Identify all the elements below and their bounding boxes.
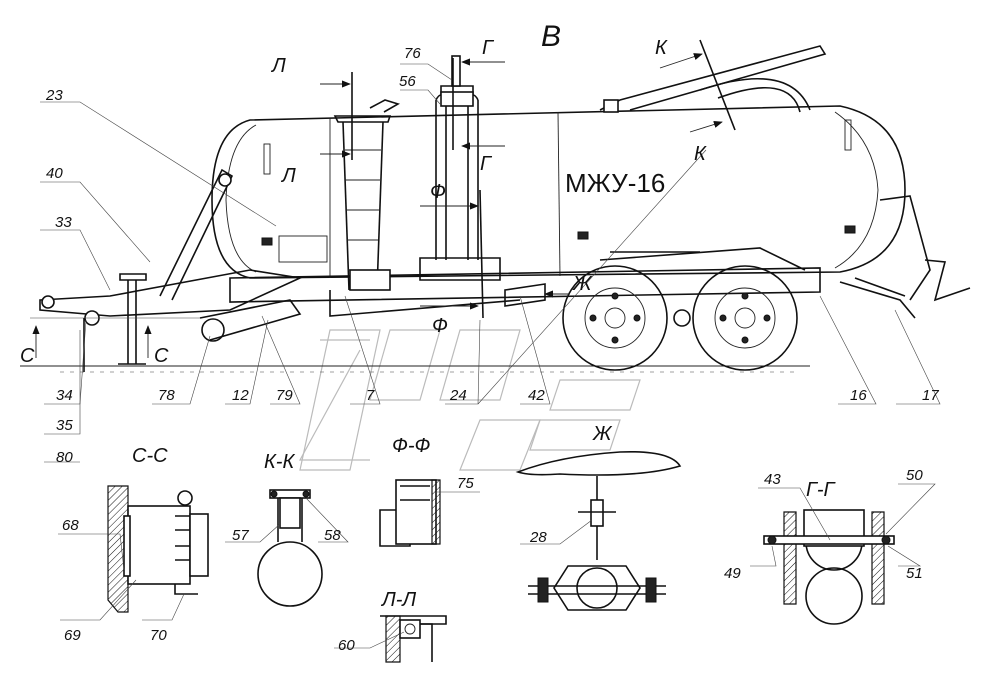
title-zh: Ж (592, 423, 613, 445)
callout-16: 16 (850, 387, 867, 404)
callout-33: 33 (55, 214, 72, 231)
title-g-g: Г-Г (806, 479, 837, 501)
callout-12: 12 (232, 387, 249, 404)
callout-78: 78 (158, 387, 175, 404)
ground-line (20, 365, 810, 373)
section-f-f (379, 479, 480, 547)
marker-k-top: К (655, 37, 668, 59)
callout-56: 56 (399, 73, 416, 90)
callout-75: 75 (457, 475, 474, 492)
frame (229, 195, 971, 319)
marker-s-left: С (20, 345, 35, 367)
marker-f-top: Ф (430, 181, 446, 203)
callout-42: 42 (528, 387, 545, 404)
title-l-l: Л-Л (380, 589, 416, 611)
callout-35: 35 (56, 417, 73, 434)
model-title: МЖУ-16 (565, 168, 665, 198)
callout-51: 51 (906, 565, 923, 582)
callout-28: 28 (529, 529, 547, 546)
section-zh (515, 450, 682, 611)
callout-76: 76 (404, 45, 421, 62)
callout-60: 60 (338, 637, 355, 654)
callout-7: 7 (366, 387, 375, 404)
title-s-s: С-С (132, 445, 168, 467)
callout-68: 68 (62, 517, 79, 534)
callout-40: 40 (46, 165, 63, 182)
axle-hub (673, 309, 691, 327)
title-f-f: Ф-Ф (392, 435, 431, 457)
watermark (298, 329, 641, 471)
marker-l-lower: Л (280, 165, 296, 187)
drawbar (30, 168, 303, 365)
callout-79: 79 (276, 387, 293, 404)
callout-69: 69 (64, 627, 81, 644)
section-k-k (225, 489, 349, 607)
title-k-k: К-К (264, 451, 295, 473)
marker-f-lower: Ф (432, 315, 448, 337)
callout-43: 43 (764, 471, 781, 488)
wheel-front (562, 265, 668, 371)
leader-lines (40, 63, 941, 463)
callout-58: 58 (324, 527, 341, 544)
marker-g-top: Г (482, 37, 495, 59)
callout-70: 70 (150, 627, 167, 644)
view-letter: В (541, 20, 561, 53)
marker-g-lower: Г (480, 153, 493, 175)
marker-s-right: С (154, 345, 169, 367)
marker-zh: Ж (572, 273, 593, 295)
callout-24: 24 (449, 387, 467, 404)
marker-l-top: Л (270, 55, 286, 77)
section-l-l (334, 615, 447, 663)
callout-23: 23 (45, 87, 63, 104)
tank-body (211, 105, 906, 279)
section-g-g (750, 483, 936, 625)
callout-49: 49 (724, 565, 741, 582)
top-equipment (333, 45, 827, 260)
section-c-c (58, 485, 209, 621)
labels: В МЖУ-16 Л Л Г Г К К Ф Ф Ж С С С-С К-К Ф… (20, 20, 939, 654)
callout-50: 50 (906, 467, 923, 484)
callout-34: 34 (56, 387, 73, 404)
callout-17: 17 (922, 387, 939, 404)
marker-k-lower: К (694, 143, 707, 165)
callout-57: 57 (232, 527, 249, 544)
callout-80: 80 (56, 449, 73, 466)
wheel-rear (692, 265, 798, 371)
